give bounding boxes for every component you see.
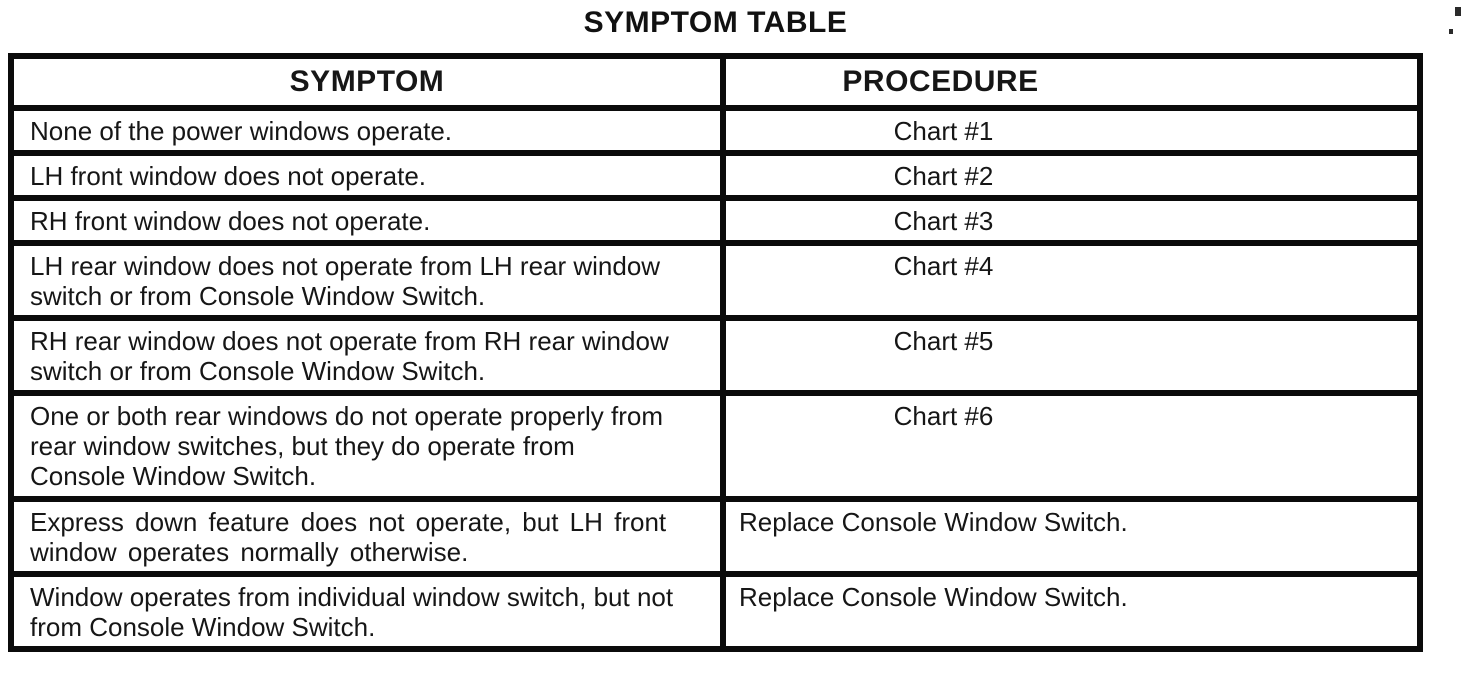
- table-row: LH rear window does not operate from LH …: [8, 240, 1423, 321]
- symptom-cell: LH front window does not operate.: [8, 150, 726, 201]
- procedure-cell: Chart #6: [720, 390, 1423, 502]
- symptom-cell: Window operates from individual window s…: [8, 571, 726, 652]
- symptom-cell: Express down feature does not operate, b…: [8, 496, 726, 577]
- symptom-cell: None of the power windows operate.: [8, 105, 726, 156]
- table-row: Window operates from individual window s…: [8, 571, 1423, 652]
- symptom-cell: LH rear window does not operate from LH …: [8, 240, 726, 321]
- table-row: Express down feature does not operate, b…: [8, 496, 1423, 577]
- procedure-cell: Chart #5: [720, 315, 1423, 396]
- scan-speck: [1449, 29, 1453, 34]
- procedure-cell: Chart #4: [720, 240, 1423, 321]
- procedure-cell: Replace Console Window Switch.: [720, 571, 1423, 652]
- procedure-cell: Replace Console Window Switch.: [720, 496, 1423, 577]
- table-row: One or both rear windows do not operate …: [8, 390, 1423, 502]
- page-title: SYMPTOM TABLE: [583, 6, 848, 39]
- procedure-cell: Chart #3: [720, 195, 1423, 246]
- symptom-cell: One or both rear windows do not operate …: [8, 390, 726, 502]
- symptom-table: SYMPTOM PROCEDURE None of the power wind…: [8, 53, 1423, 652]
- table-row: RH rear window does not operate from RH …: [8, 315, 1423, 396]
- header-cell-procedure: PROCEDURE: [720, 53, 1423, 111]
- table-row: None of the power windows operate. Chart…: [8, 105, 1423, 156]
- scan-speck: [1455, 7, 1461, 16]
- table-row: LH front window does not operate. Chart …: [8, 150, 1423, 201]
- symptom-cell: RH front window does not operate.: [8, 195, 726, 246]
- header-cell-symptom: SYMPTOM: [8, 53, 726, 111]
- procedure-cell: Chart #2: [720, 150, 1423, 201]
- table-row: RH front window does not operate. Chart …: [8, 195, 1423, 246]
- header-row: SYMPTOM PROCEDURE: [8, 53, 1423, 111]
- symptom-cell: RH rear window does not operate from RH …: [8, 315, 726, 396]
- procedure-cell: Chart #1: [720, 105, 1423, 156]
